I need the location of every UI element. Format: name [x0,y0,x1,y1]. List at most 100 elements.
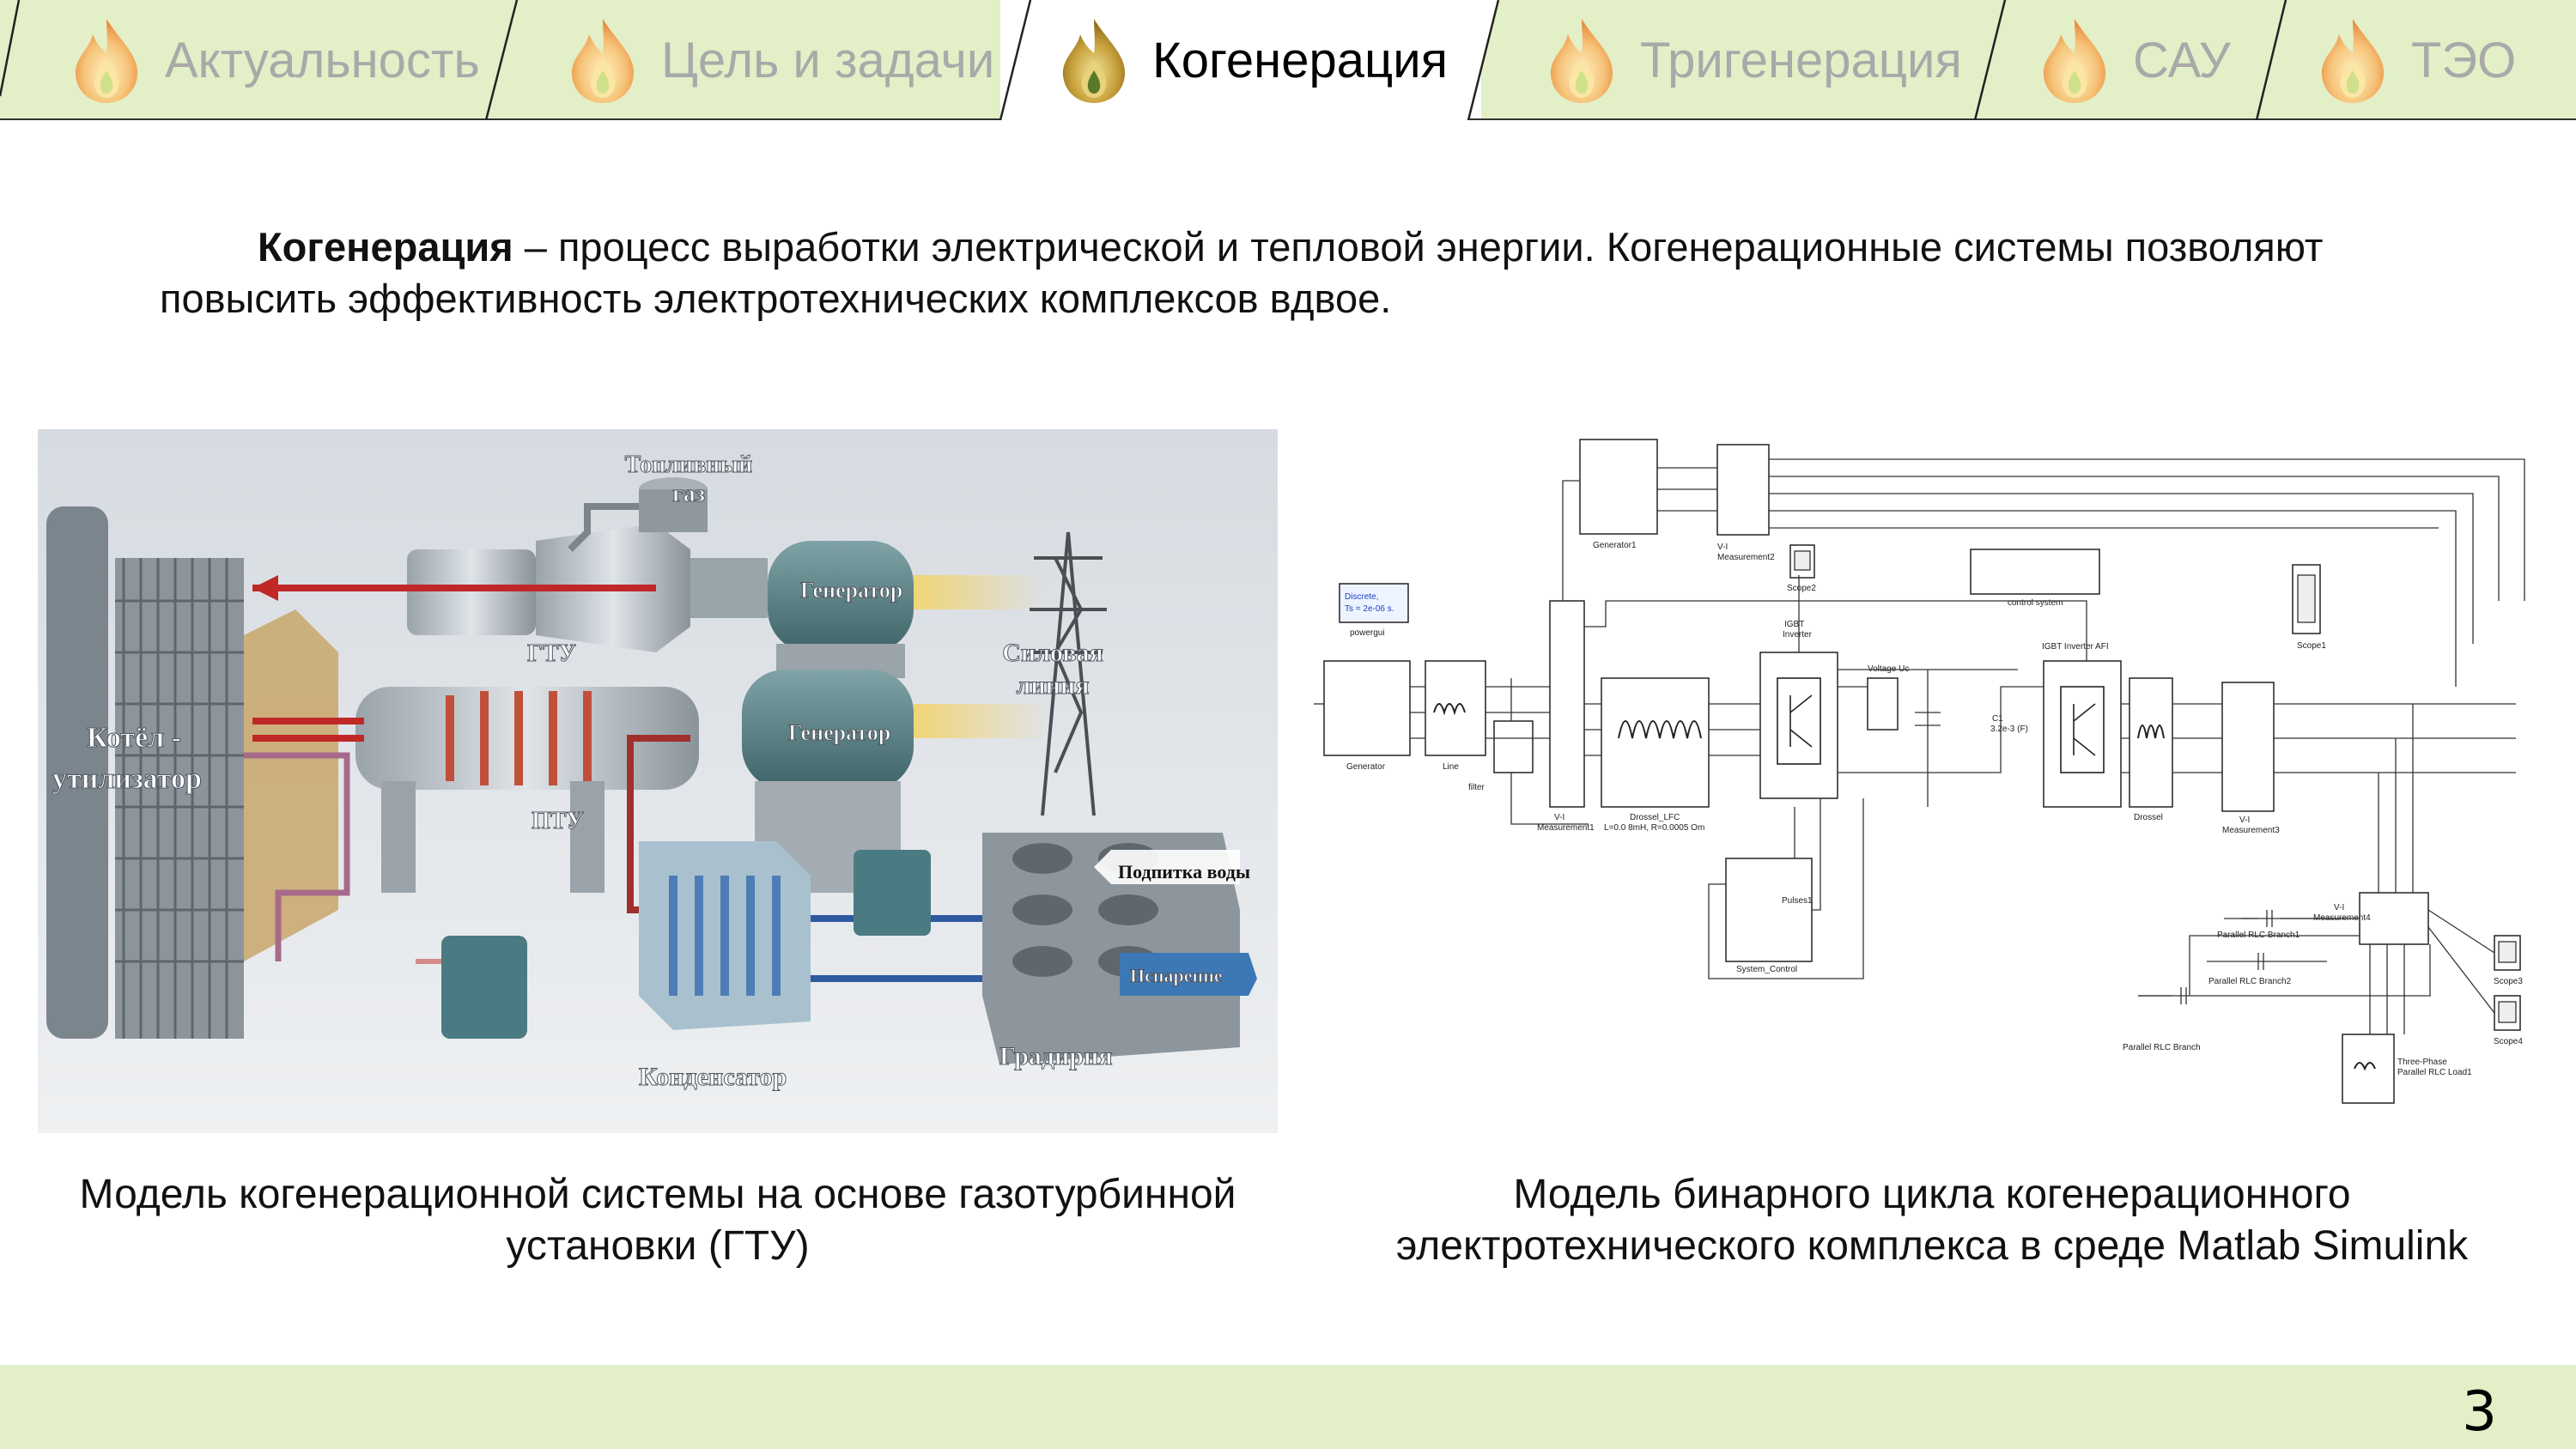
flame-drop-icon [1062,19,1126,103]
label-fuel-gas-line1: Топливный [625,452,753,478]
flame-drop-icon [571,19,635,103]
tab-label: Цель и задачи [661,32,995,88]
label-vi-measurement2-2: Measurement2 [1717,553,1775,562]
label-drossel-lfc: Drossel_LFC [1630,813,1680,822]
label-vi-measurement1-2: Measurement1 [1537,823,1595,833]
label-scope1: Scope1 [2297,641,2326,651]
tab-goals[interactable]: Цель и задачи [567,0,994,120]
steam-turbine [252,687,699,893]
label-ptu: ПТУ [532,808,584,834]
cooling-tower [982,833,1257,1064]
label-three-phase-2: Parallel RLC Load1 [2397,1068,2472,1077]
definition-paragraph: Когенерация – процесс выработки электрич… [160,221,2478,324]
power-pylon [1030,531,1107,816]
label-scope4: Scope4 [2494,1037,2523,1046]
label-vi-measurement3-2: Measurement3 [2222,826,2280,835]
block-system-control[interactable] [1725,858,1813,962]
label-power-line-1: Силовая [1002,639,1103,667]
label-c1-value: 3.2e-3 (F) [1990,724,2028,734]
simulink-model-diagram: Generator1 V-I Measurement2 Scope2 contr… [1314,429,2543,1116]
block-vi-measurement4[interactable] [2359,892,2429,945]
label-vi-measurement1-1: V-I [1554,813,1564,822]
tab-label: Тригенерация [1640,32,1962,88]
label-igbt-afi: IGBT Inverter AFI [2042,642,2109,652]
tab-strip-background [0,0,2576,120]
label-powergui-mode-2: Ts = 2e-06 s. [1345,604,1394,614]
label-vi-measurement4-2: Measurement4 [2313,913,2371,923]
block-drossel-lfc[interactable] [1601,677,1710,808]
gas-turbine [252,524,768,652]
page-number: 3 [2462,1380,2497,1444]
label-parallel-rlc-branch1: Parallel RLC Branch1 [2217,931,2300,940]
flame-drop-icon [75,19,138,103]
block-igbt-inverter[interactable] [1759,652,1838,799]
plant-scene: Топливный газ Генератор ГТУ Силовая лини… [38,429,1278,1133]
label-pulses1: Pulses1 [1782,896,1813,906]
label-line: Line [1443,762,1459,772]
label-scope3: Scope3 [2494,977,2523,986]
label-drossel: Drossel [2134,813,2163,822]
label-powergui-mode-1: Discrete, [1345,592,1378,602]
footer-bar: 3 [0,1365,2576,1449]
label-three-phase-1: Three-Phase [2397,1058,2447,1067]
block-control-system[interactable] [1970,549,2100,595]
label-gtu: ГТУ [527,640,576,667]
tab-label: Когенерация [1152,32,1449,88]
label-generator-bottom: Генератор [788,720,890,745]
label-scope2: Scope2 [1787,584,1816,593]
tab-teo[interactable]: ТЭО [2317,0,2516,120]
top-navigation: Актуальность Цель и задачи Когенерация Т… [0,0,2576,120]
label-generator1: Generator1 [1593,541,1637,550]
label-control-system: control system [2008,598,2063,608]
label-igbt-1: IGBT [1784,620,1804,629]
block-igbt-inverter-afi[interactable] [2043,660,2122,808]
block-vi-measurement1[interactable] [1549,600,1585,808]
pump [441,936,527,1039]
block-vi-measurement3[interactable] [2221,682,2275,812]
label-drossel-params: L=0.0 8mH, R=0.0005 Om [1604,823,1704,833]
right-figure-caption: Модель бинарного цикла когенерационного … [1395,1172,2469,1269]
label-generator-top: Генератор [800,578,902,603]
block-filter[interactable] [1493,720,1534,773]
label-cooling-tower: Градирня [999,1042,1113,1070]
label-filter: filter [1468,783,1485,792]
label-boiler-2: утилизатор [52,763,202,795]
label-system-control: System_Control [1736,965,1797,974]
block-generator[interactable] [1323,660,1411,756]
flame-drop-icon [2043,19,2106,103]
definition-text: – процесс выработки электрической и тепл… [160,224,2324,321]
label-parallel-rlc-branch2: Parallel RLC Branch2 [2208,977,2292,986]
tab-sau[interactable]: САУ [2038,0,2231,120]
block-three-phase-load[interactable] [2342,1034,2395,1104]
tab-label: САУ [2133,32,2231,88]
label-water-makeup: Подпитка воды [1118,861,1250,882]
flame-drop-icon [2321,19,2385,103]
tab-label: Актуальность [165,32,480,88]
label-generator: Generator [1346,762,1386,772]
label-vi-measurement4-1: V-I [2334,903,2344,912]
label-c1: C1 [1992,714,2003,724]
fuel-gas-tank [568,477,708,552]
tab-trigeneration[interactable]: Тригенерация [1546,0,1962,120]
label-fuel-gas-line2: газ [672,481,705,507]
condenser [639,841,931,1030]
block-powergui[interactable] [1339,583,1409,623]
block-vi-measurement2[interactable] [1716,444,1770,536]
left-figure-caption: Модель когенерационной системы на основе… [79,1172,1236,1269]
block-voltage-uc[interactable] [1867,677,1899,731]
heat-recovery-boiler [46,506,338,1039]
label-igbt-2: Inverter [1783,630,1813,640]
label-evaporation: Испарение [1130,965,1223,986]
label-boiler-1: Котёл - [87,722,181,754]
tab-cogeneration[interactable]: Когенерация [1058,0,1448,120]
simulink-canvas: Generator1 V-I Measurement2 Scope2 contr… [1314,429,2543,1116]
label-powergui: powergui [1350,628,1385,638]
tab-label: ТЭО [2411,32,2517,88]
label-vi-measurement3-1: V-I [2239,815,2250,825]
label-parallel-rlc-branch: Parallel RLC Branch [2123,1043,2201,1052]
tab-relevance[interactable]: Актуальность [70,0,480,120]
block-generator1[interactable] [1579,439,1658,535]
block-drossel[interactable] [2129,677,2173,808]
label-condenser: Конденсатор [639,1063,787,1091]
label-vi-measurement2-1: V-I [1717,543,1728,552]
